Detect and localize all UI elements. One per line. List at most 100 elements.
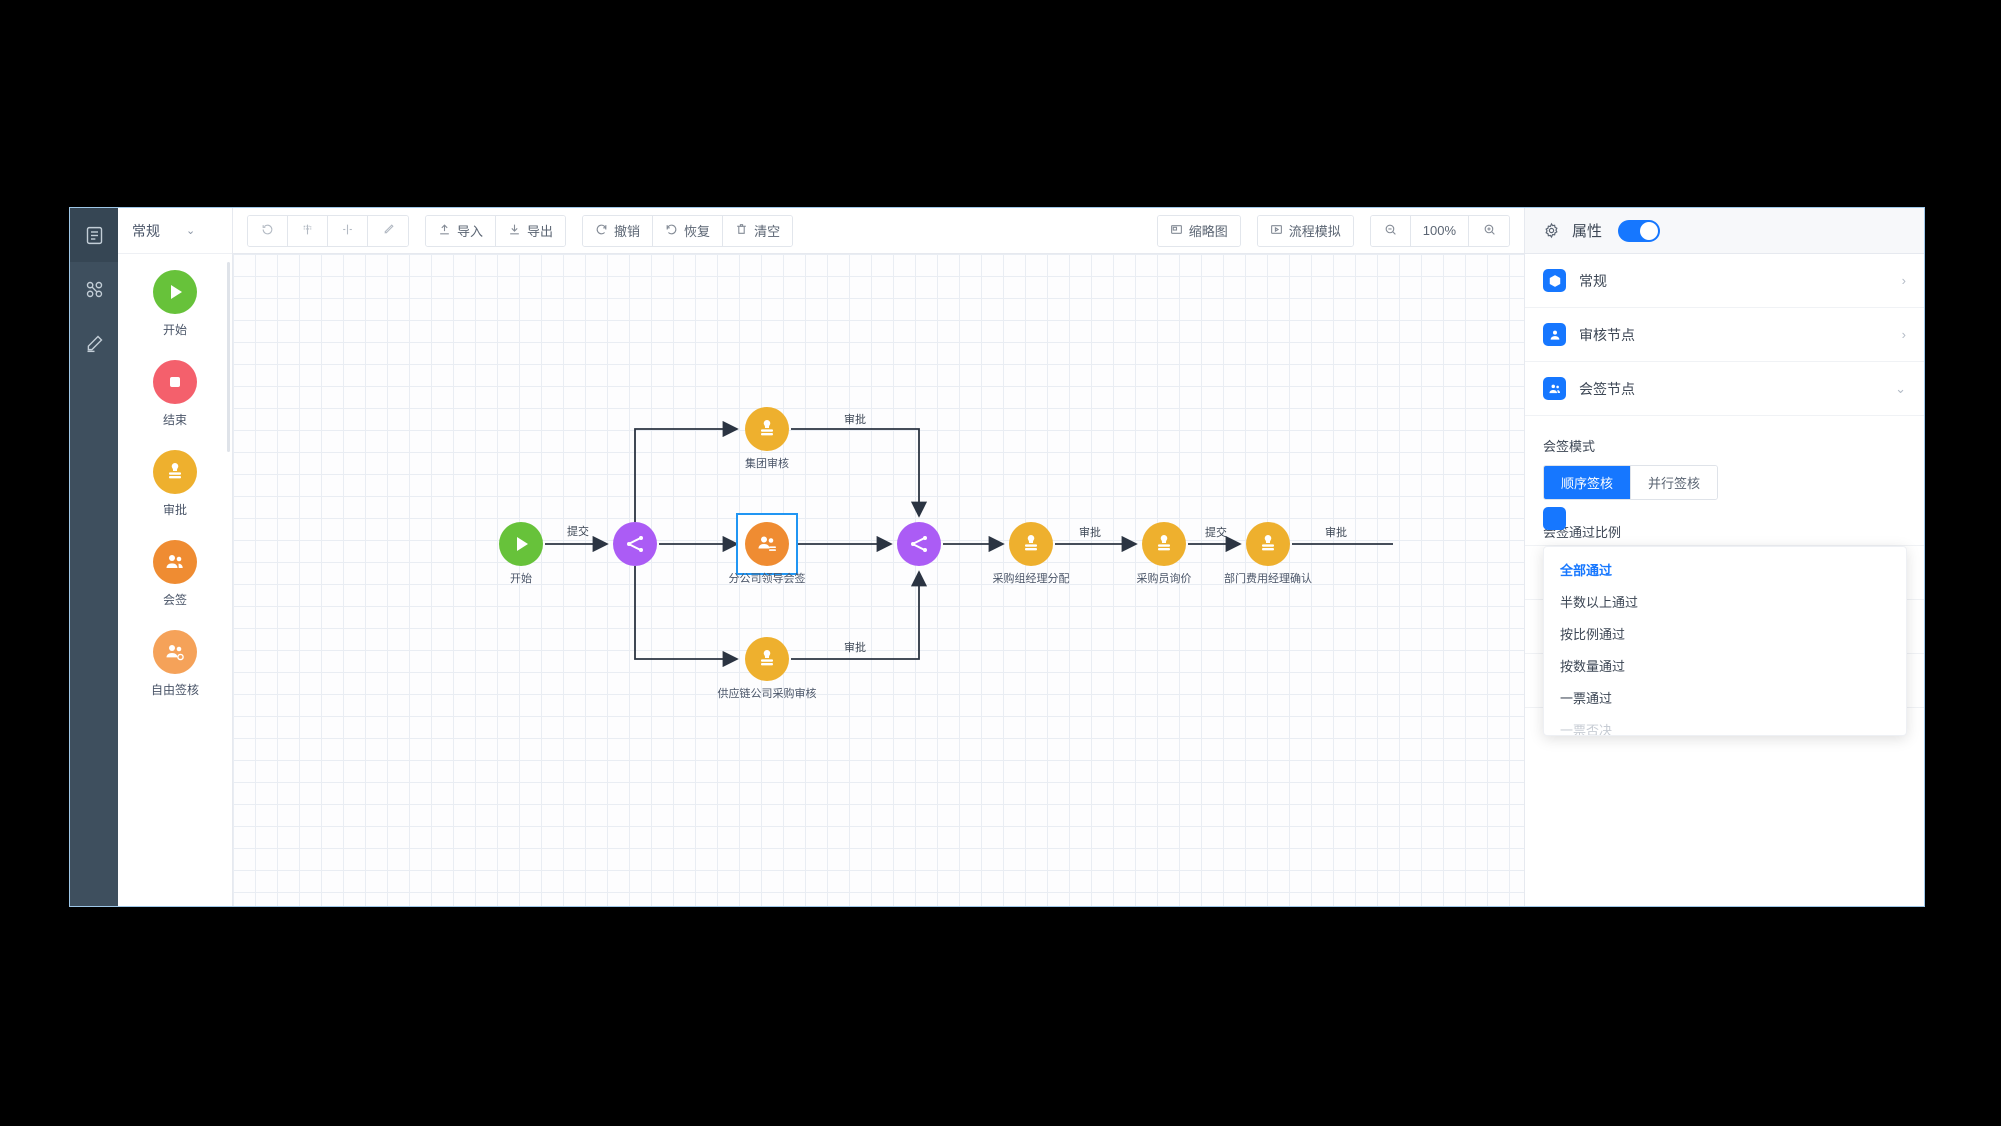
distribute-icon-button[interactable] [328, 215, 368, 246]
prop-row-countersign-node[interactable]: 会签节点 ⌄ [1525, 362, 1924, 416]
chevron-right-icon: › [1901, 327, 1906, 342]
zoom-in-button[interactable] [1469, 215, 1509, 246]
properties-header: 属性 [1525, 208, 1924, 254]
toolbar-io-group: 导入 导出 [425, 214, 567, 247]
toolbar-icon-group [247, 214, 409, 247]
hidden-prop-row[interactable] [1525, 492, 1924, 546]
flow-node-group-review[interactable]: 集团审核 [745, 407, 789, 470]
align-icon [301, 223, 314, 239]
editor-center: 导入 导出 [233, 208, 1524, 906]
approve-stamp-icon [745, 407, 789, 451]
flow-node-label: 开始 [510, 573, 532, 585]
flow-edges [545, 420, 1393, 668]
palette-item-start[interactable]: 开始 [118, 270, 232, 338]
palette-scrollbar[interactable] [227, 262, 230, 452]
stop-icon [153, 360, 197, 404]
countersign-icon [745, 522, 789, 566]
flow-node-assign[interactable]: 采购组经理分配 [993, 522, 1070, 585]
align-icon-button[interactable] [288, 215, 328, 246]
history-icon-button[interactable] [248, 215, 288, 246]
import-icon [438, 223, 451, 239]
prop-row-general[interactable]: 常规 › [1525, 254, 1924, 308]
undo-icon [595, 223, 608, 239]
countersign-icon [1543, 377, 1566, 400]
simulate-button[interactable]: 流程模拟 [1257, 215, 1353, 246]
properties-title: 属性 [1572, 223, 1603, 240]
flow-node-label: 集团审核 [745, 458, 789, 470]
import-button[interactable]: 导入 [426, 215, 497, 246]
palette-item-end[interactable]: 结束 [118, 360, 232, 428]
flow-node-label: 部门费用经理确认 [1224, 573, 1312, 585]
left-icon-rail [70, 208, 118, 906]
countersign-icon [153, 540, 197, 584]
flow-canvas[interactable]: 开始 [233, 254, 1524, 906]
zoom-out-button[interactable] [1370, 215, 1411, 246]
thumbnail-label: 缩略图 [1188, 224, 1228, 239]
thumbnail-button[interactable]: 缩略图 [1157, 215, 1240, 246]
palette-item-countersign[interactable]: 会签 [118, 540, 232, 608]
document-icon [84, 225, 105, 246]
dropdown-option-by-count[interactable]: 按数量通过 [1560, 658, 1626, 674]
mode-segmented-control: 顺序签核 并行签核 [1543, 465, 1719, 500]
palette-item-approve[interactable]: 审批 [118, 450, 232, 518]
mode-option-sequential[interactable]: 顺序签核 [1544, 466, 1632, 499]
mode-option-parallel[interactable]: 并行签核 [1631, 466, 1718, 499]
properties-toggle[interactable] [1618, 219, 1661, 242]
prop-label: 审核节点 [1579, 326, 1635, 343]
export-icon [508, 223, 521, 239]
zoom-group: 100% [1369, 214, 1510, 247]
edge-label: 审批 [844, 642, 866, 654]
rail-item-document[interactable] [70, 208, 118, 262]
ratio-dropdown[interactable]: 全部通过 半数以上通过 按比例通过 按数量通过 一票通过 一票否决 [1543, 546, 1907, 736]
export-button[interactable]: 导出 [496, 215, 566, 246]
palette-items: 开始 结束 审批 [118, 254, 232, 906]
palette-item-label: 结束 [162, 413, 187, 427]
palette-item-label: 开始 [162, 323, 187, 337]
dropdown-option-one-pass[interactable]: 一票通过 [1560, 690, 1613, 706]
clear-label: 清空 [754, 224, 781, 239]
simulate-icon [1270, 223, 1283, 239]
rail-item-flow[interactable] [70, 262, 118, 316]
prop-label: 常规 [1579, 272, 1607, 289]
flow-node-quote[interactable]: 采购员询价 [1137, 522, 1192, 585]
flow-node-supply-review[interactable]: 供应链公司采购审核 [718, 637, 817, 700]
redo-button[interactable]: 恢复 [653, 215, 724, 246]
palette-group-label: 常规 [132, 222, 160, 239]
rail-item-pencil[interactable] [70, 316, 118, 370]
flow-node-dept-confirm[interactable]: 部门费用经理确认 [1224, 522, 1312, 585]
edge-label: 审批 [844, 414, 866, 426]
flow-node-start[interactable]: 开始 [499, 522, 543, 585]
flow-node-label: 采购员询价 [1136, 573, 1192, 585]
node-palette: 常规 ⌄ 开始 结束 [118, 208, 233, 906]
zoom-level[interactable]: 100% [1410, 215, 1469, 246]
properties-panel: 属性 常规 › 审核节点 › [1524, 208, 1924, 906]
flow-node-label: 供应链公司采购审核 [717, 688, 817, 700]
undo-button[interactable]: 撤销 [583, 215, 654, 246]
approve-stamp-icon [1142, 522, 1186, 566]
dropdown-option-one-veto[interactable]: 一票否决 [1560, 722, 1613, 736]
palette-group-header[interactable]: 常规 ⌄ [118, 208, 232, 254]
gateway-icon [897, 522, 941, 566]
dropdown-option-all[interactable]: 全部通过 [1560, 562, 1613, 578]
play-icon [499, 522, 543, 566]
zoom-in-icon [1483, 223, 1496, 239]
zoom-out-icon [1384, 223, 1397, 239]
dropdown-option-by-ratio[interactable]: 按比例通过 [1560, 626, 1626, 642]
palette-item-label: 会签 [162, 593, 187, 607]
approve-stamp-icon [745, 637, 789, 681]
thumbnail-icon [1170, 223, 1183, 239]
cube-icon [1543, 269, 1566, 292]
magic-icon-button[interactable] [368, 215, 408, 246]
flow-node-branch-countersign[interactable]: 分公司领导会签 [729, 513, 806, 585]
flow-node-gateway-2[interactable] [897, 522, 941, 566]
gateway-icon [613, 522, 657, 566]
flow-node-gateway-1[interactable] [613, 522, 657, 566]
clear-button[interactable]: 清空 [723, 215, 793, 246]
edge-label: 提交 [1205, 527, 1227, 539]
edge-label: 提交 [567, 526, 589, 538]
palette-item-free-sign[interactable]: 自由签核 [118, 630, 232, 698]
chevron-down-icon: ⌄ [1895, 380, 1906, 396]
edge-label: 审批 [1079, 527, 1101, 539]
dropdown-option-majority[interactable]: 半数以上通过 [1560, 594, 1639, 610]
prop-row-approval-node[interactable]: 审核节点 › [1525, 308, 1924, 362]
